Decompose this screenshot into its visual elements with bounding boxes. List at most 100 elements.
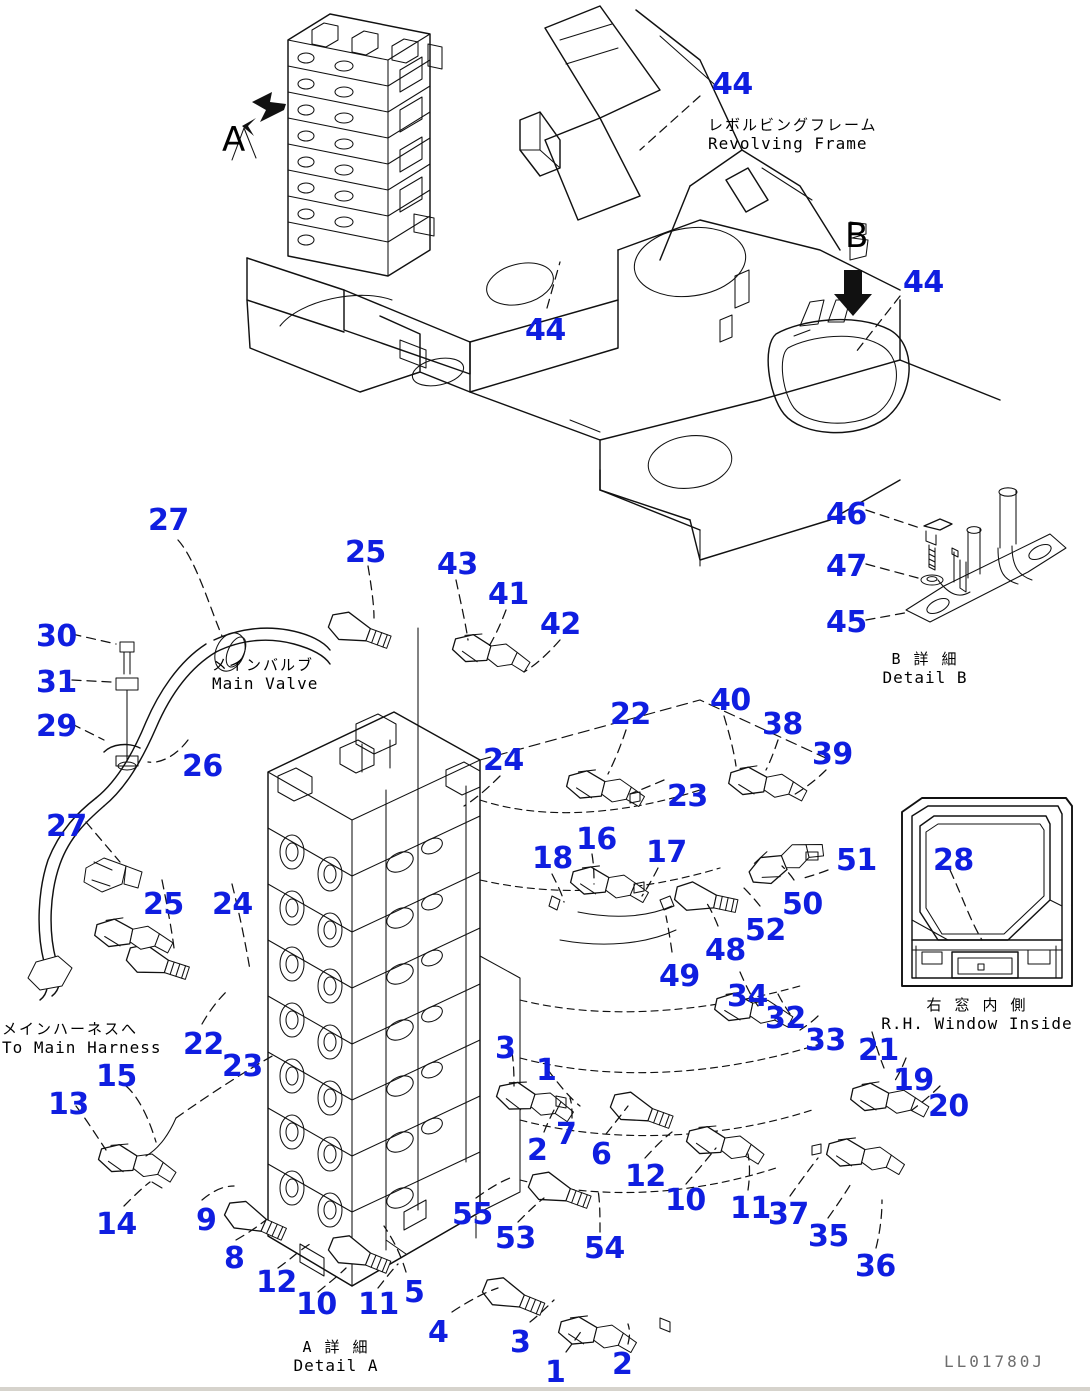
revolving-frame-body [246, 5, 1001, 567]
callout-22a[interactable]: 22 [610, 697, 651, 732]
callout-35[interactable]: 35 [808, 1219, 849, 1254]
callout-26[interactable]: 26 [182, 749, 223, 784]
callout-12a[interactable]: 12 [256, 1265, 297, 1300]
callout-36[interactable]: 36 [855, 1249, 896, 1284]
leader-7 [569, 1097, 573, 1119]
detail-b-caption-en: Detail B [882, 668, 968, 688]
main-valve-caption: メインバルブ Main Valve [212, 656, 318, 694]
callout-46[interactable]: 46 [826, 497, 867, 532]
leader-38 [765, 739, 779, 771]
callout-54[interactable]: 54 [584, 1231, 625, 1266]
leader-27b [85, 821, 121, 863]
callout-11b[interactable]: 11 [730, 1191, 771, 1226]
callout-49[interactable]: 49 [659, 959, 700, 994]
callout-37[interactable]: 37 [768, 1197, 809, 1232]
callout-18[interactable]: 18 [532, 841, 573, 876]
callout-2c[interactable]: 2 [612, 1347, 633, 1382]
callout-29[interactable]: 29 [36, 709, 77, 744]
leader-15 [125, 1085, 157, 1143]
main-valve-caption-en: Main Valve [212, 674, 319, 694]
leader-46 [865, 509, 921, 529]
leader-10a [317, 1267, 347, 1293]
callout-14[interactable]: 14 [96, 1207, 137, 1242]
top-main-valve-stack [287, 13, 443, 277]
callout-53[interactable]: 53 [495, 1221, 536, 1256]
leaders-upper [161, 565, 941, 1111]
callout-9[interactable]: 9 [196, 1203, 217, 1238]
callout-42[interactable]: 42 [540, 607, 581, 642]
callout-5[interactable]: 5 [404, 1275, 425, 1310]
drawing-number: LL01780J [944, 1352, 1046, 1371]
leader-22a [607, 729, 627, 775]
callout-44a[interactable]: 44 [712, 67, 753, 102]
callout-3a[interactable]: 3 [495, 1031, 516, 1066]
callout-40[interactable]: 40 [710, 683, 751, 718]
leader-12a [277, 1243, 311, 1269]
callout-2a[interactable]: 2 [527, 1133, 548, 1168]
callout-47[interactable]: 47 [826, 549, 867, 584]
callout-19[interactable]: 19 [893, 1063, 934, 1098]
detail-a-fittings [385, 1051, 909, 1360]
main-valve-block [267, 627, 521, 1287]
callout-25a[interactable]: 25 [345, 535, 386, 570]
callout-1a[interactable]: 1 [536, 1053, 557, 1088]
callout-15[interactable]: 15 [96, 1059, 137, 1094]
callout-13[interactable]: 13 [48, 1087, 89, 1122]
callout-33[interactable]: 33 [805, 1023, 846, 1058]
callout-45[interactable]: 45 [826, 605, 867, 640]
callout-12b[interactable]: 12 [625, 1159, 666, 1194]
leader-14 [123, 1181, 151, 1207]
callout-22b[interactable]: 22 [183, 1027, 224, 1062]
callout-1c[interactable]: 1 [545, 1355, 566, 1390]
detail-a-caption: A 詳 細 Detail A [262, 1338, 410, 1376]
callout-20[interactable]: 20 [928, 1089, 969, 1124]
leader-4 [451, 1287, 499, 1313]
callout-3b[interactable]: 3 [510, 1325, 531, 1360]
callout-24b[interactable]: 24 [212, 887, 253, 922]
callout-52[interactable]: 52 [745, 913, 786, 948]
callout-23b[interactable]: 23 [222, 1049, 263, 1084]
callout-10a[interactable]: 10 [296, 1287, 337, 1322]
leader-55 [475, 1177, 511, 1199]
callout-39[interactable]: 39 [812, 737, 853, 772]
callout-30[interactable]: 30 [36, 619, 77, 654]
hose-assembly-left [27, 539, 331, 1001]
callout-55[interactable]: 55 [452, 1197, 493, 1232]
leader-28 [949, 869, 983, 941]
callout-25b[interactable]: 25 [143, 887, 184, 922]
callout-27a[interactable]: 27 [148, 503, 189, 538]
callout-7[interactable]: 7 [556, 1117, 577, 1152]
callout-43[interactable]: 43 [437, 547, 478, 582]
callout-27b[interactable]: 27 [46, 809, 87, 844]
main-valve-caption-jp: メインバルブ [212, 656, 315, 674]
callout-41[interactable]: 41 [488, 577, 529, 612]
leader-1c [565, 1329, 583, 1353]
callout-23a[interactable]: 23 [667, 779, 708, 814]
callout-11a[interactable]: 11 [358, 1287, 399, 1322]
leader-52 [739, 883, 761, 907]
leader-11b [747, 1153, 751, 1191]
callout-44b[interactable]: 44 [525, 313, 566, 348]
leader-9 [201, 1185, 235, 1201]
callout-6[interactable]: 6 [591, 1137, 612, 1172]
callout-34[interactable]: 34 [727, 979, 768, 1014]
callout-51[interactable]: 51 [836, 843, 877, 878]
callout-10b[interactable]: 10 [665, 1183, 706, 1218]
callout-48[interactable]: 48 [705, 933, 746, 968]
callout-31[interactable]: 31 [36, 665, 77, 700]
callout-24a[interactable]: 24 [483, 743, 524, 778]
callout-8[interactable]: 8 [224, 1241, 245, 1276]
callout-16[interactable]: 16 [576, 822, 617, 857]
callout-38[interactable]: 38 [762, 707, 803, 742]
leader-8 [235, 1219, 267, 1241]
leader-30 [71, 633, 117, 645]
leader-44b [546, 261, 561, 309]
callout-21[interactable]: 21 [858, 1033, 899, 1068]
leader-23b [175, 1053, 277, 1119]
callout-28[interactable]: 28 [933, 843, 974, 878]
callout-44c[interactable]: 44 [903, 265, 944, 300]
callout-17[interactable]: 17 [646, 835, 687, 870]
callout-4[interactable]: 4 [428, 1315, 449, 1350]
callout-50[interactable]: 50 [782, 887, 823, 922]
callout-32[interactable]: 32 [765, 1001, 806, 1036]
